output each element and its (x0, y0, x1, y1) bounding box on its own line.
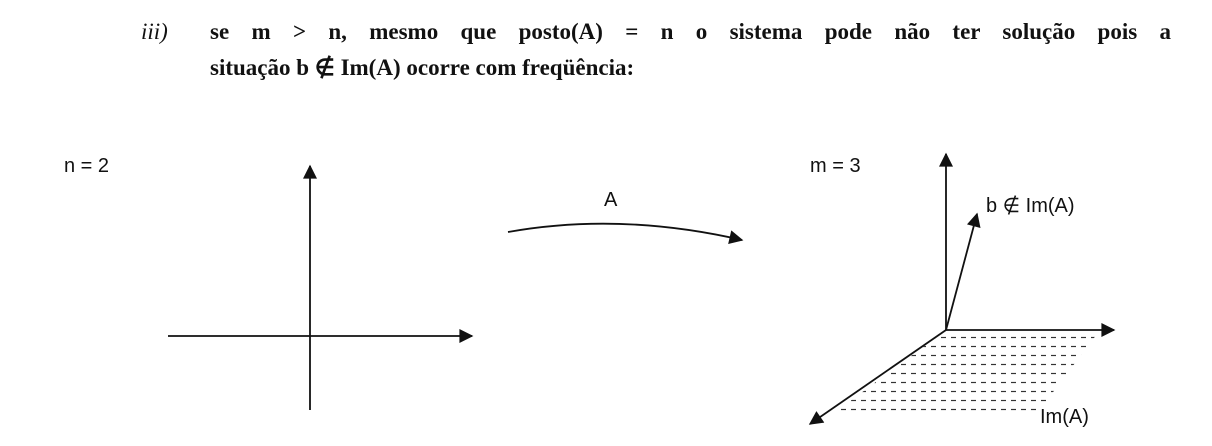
vector-b (945, 212, 981, 331)
map-arrow (507, 222, 744, 245)
domain-axes (168, 164, 474, 410)
codomain-dimension-label: m = 3 (810, 155, 861, 177)
paragraph-line-1: se m > n, mesmo que posto(A) = n o siste… (210, 19, 1171, 44)
list-marker: iii) (141, 19, 168, 44)
codomain-depth-axis (808, 329, 947, 425)
image-plane-label: Im(A) (1040, 406, 1089, 428)
domain-dimension-label: n = 2 (64, 155, 109, 177)
map-label: A (604, 189, 618, 211)
paragraph-line-2: situação b ∉ Im(A) ocorre com freqüência… (210, 55, 635, 80)
vector-b-label: b ∉ Im(A) (986, 195, 1075, 217)
